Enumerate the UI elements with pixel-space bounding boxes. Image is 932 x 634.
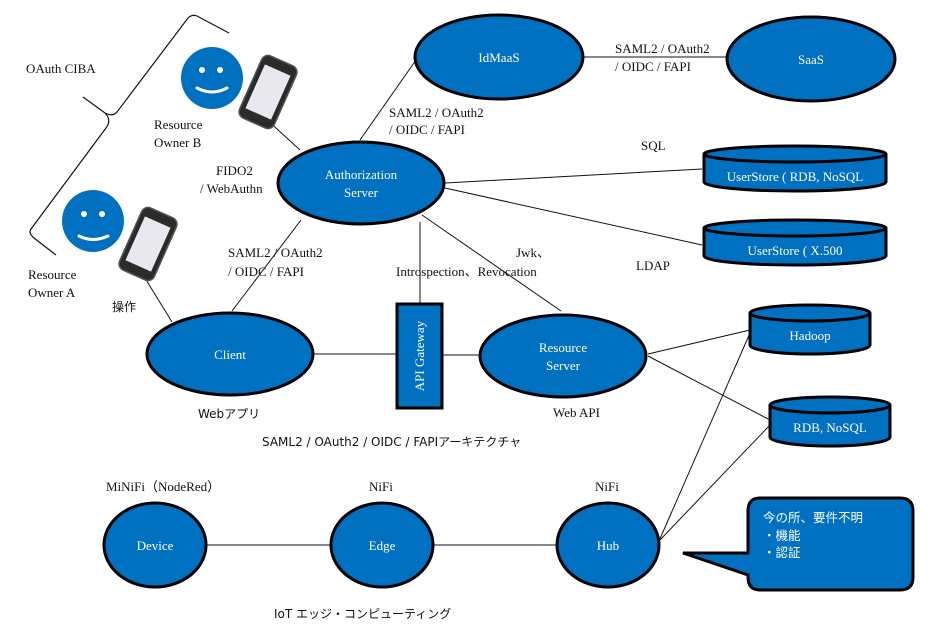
db-userstore-rdb-label: UserStore ( RDB, NoSQL xyxy=(727,169,864,184)
db-userstore-x500-label: UserStore ( X.500 xyxy=(748,243,843,258)
node-resource-server[interactable]: Resource Server xyxy=(478,313,648,399)
edge-resource-rdb xyxy=(647,355,771,421)
label-saml-idmaas-2: / OIDC / FAPI xyxy=(389,122,465,137)
edge-authz-client xyxy=(231,219,302,312)
label-resource-owner-b-2: Owner B xyxy=(154,135,202,150)
db-rdb-nosql[interactable]: RDB, NoSQL xyxy=(768,395,892,448)
label-webapp: Webアプリ xyxy=(198,407,260,421)
label-architecture-title: SAML2 / OAuth2 / OIDC / FAPIアーキテクチャ xyxy=(262,435,521,449)
edge-authz-userstore-x500 xyxy=(444,187,703,246)
label-jwk: Jwk、 xyxy=(516,245,550,260)
node-resource-label-2: Server xyxy=(546,358,581,373)
node-api-gateway[interactable]: API Gateway xyxy=(395,302,444,410)
callout-requirements-unknown: 今の所、要件不明 ・機能 ・認証 xyxy=(682,496,915,592)
node-edge[interactable]: Edge xyxy=(329,501,435,589)
node-authz-label-1: Authorization xyxy=(325,167,398,182)
resource-owner-b-face-icon xyxy=(181,47,243,109)
label-oauth-ciba: OAuth CIBA xyxy=(26,61,96,76)
node-client-label: Client xyxy=(214,347,246,362)
label-saml-saas-2: / OIDC / FAPI xyxy=(615,59,691,74)
label-saml-client-1: SAML2 / OAuth2 xyxy=(228,245,323,260)
node-idmaas-label: IdMaaS xyxy=(478,50,519,65)
callout-line-2: ・機能 xyxy=(763,528,801,543)
ciba-brace xyxy=(29,14,230,256)
label-nifi-hub: NiFi xyxy=(595,479,619,494)
label-introspection-revocation: Introspection、Revocation xyxy=(396,264,537,279)
db-hadoop[interactable]: Hadoop xyxy=(748,303,872,356)
label-saml-saas-1: SAML2 / OAuth2 xyxy=(615,41,710,56)
label-saml-client-2: / OIDC / FAPI xyxy=(228,264,304,279)
label-saml-idmaas-1: SAML2 / OAuth2 xyxy=(389,105,484,120)
resource-owner-b-phone-icon xyxy=(238,54,298,130)
label-webapi: Web API xyxy=(553,405,600,420)
label-minifi: MiNiFi（NodeRed） xyxy=(106,479,220,494)
edges xyxy=(139,56,771,546)
node-authz-label-2: Server xyxy=(344,185,379,200)
edge-hub-hadoop xyxy=(658,332,751,542)
node-device-label: Device xyxy=(137,538,174,553)
edge-authz-idmaas xyxy=(359,59,417,141)
callout-line-3: ・認証 xyxy=(763,545,801,560)
resource-owner-a-phone-icon xyxy=(118,206,178,282)
label-ldap: LDAP xyxy=(636,258,670,273)
node-hub-label: Hub xyxy=(597,538,619,553)
label-resource-owner-b-1: Resource xyxy=(154,117,203,132)
db-userstore-x500[interactable]: UserStore ( X.500 xyxy=(702,218,888,267)
label-resource-owner-a-2: Owner A xyxy=(28,285,76,300)
label-sousa: 操作 xyxy=(112,299,136,314)
db-hadoop-label: Hadoop xyxy=(789,328,830,343)
edge-authz-resource xyxy=(421,214,562,312)
node-authorization-server[interactable]: Authorization Server xyxy=(276,140,446,226)
label-sql: SQL xyxy=(641,138,666,153)
node-api-gateway-label: API Gateway xyxy=(412,320,427,391)
label-iot-title: IoT エッジ・コンピューティング xyxy=(274,607,451,621)
label-fido2-2: / WebAuthn xyxy=(200,181,263,196)
edge-resource-hadoop xyxy=(647,329,751,355)
node-saas-label: SaaS xyxy=(798,52,824,67)
node-edge-label: Edge xyxy=(369,538,396,553)
label-resource-owner-a-1: Resource xyxy=(28,267,77,282)
edge-authz-userstore-rdb xyxy=(444,168,703,184)
node-saas[interactable]: SaaS xyxy=(725,15,897,103)
node-hub[interactable]: Hub xyxy=(555,501,661,589)
label-nifi-edge: NiFi xyxy=(369,479,393,494)
node-idmaas[interactable]: IdMaaS xyxy=(413,13,585,101)
db-userstore-rdb[interactable]: UserStore ( RDB, NoSQL xyxy=(702,144,888,193)
callout-line-1: 今の所、要件不明 xyxy=(763,510,863,525)
node-resource-label-1: Resource xyxy=(539,340,588,355)
node-client[interactable]: Client xyxy=(145,311,315,397)
label-fido2-1: FIDO2 xyxy=(216,163,253,178)
node-device[interactable]: Device xyxy=(102,501,208,589)
edge-hub-rdb xyxy=(658,424,771,542)
db-rdb-nosql-label: RDB, NoSQL xyxy=(793,420,867,435)
resource-owner-a-face-icon xyxy=(62,190,124,252)
